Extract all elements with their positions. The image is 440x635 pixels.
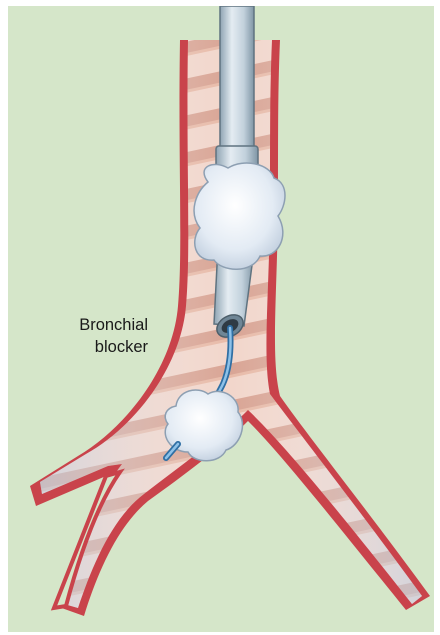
bronchial-blocker-label: Bronchial blocker xyxy=(30,314,148,358)
blocker-balloon-icon xyxy=(165,390,242,461)
label-line-2: blocker xyxy=(30,336,148,358)
bronchial-blocker-figure: Bronchial blocker xyxy=(8,6,434,632)
cuff-balloon-icon xyxy=(194,163,285,269)
label-line-1: Bronchial xyxy=(30,314,148,336)
